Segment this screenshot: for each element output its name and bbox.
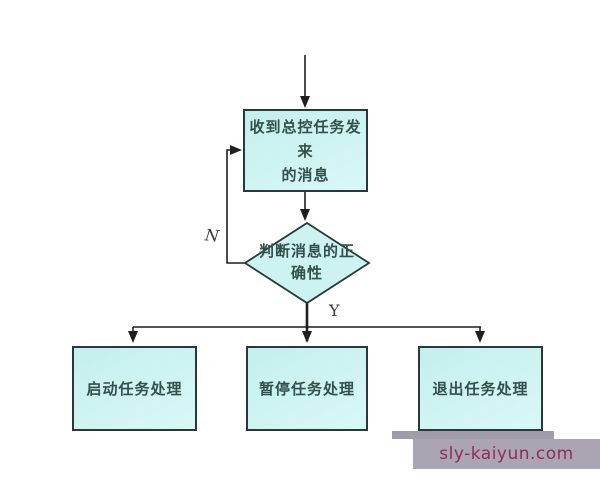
decision-diamond-shape: [243, 221, 371, 305]
process-box-receive-message: 收到总控任务发来 的消息: [243, 109, 368, 192]
process-box-pause-task-label: 暂停任务处理: [258, 379, 355, 398]
watermark-text: sly-kaiyun.com: [439, 444, 574, 464]
connector-no-loop: [226, 145, 245, 264]
decision-label-message-validity: 判断消息的正 确性: [250, 236, 364, 288]
decision-label-line1: 判断消息的正: [258, 241, 355, 260]
watermark: sly-kaiyun.com: [413, 439, 600, 469]
process-box-start-task: 启动任务处理: [72, 346, 197, 431]
branch-label-no: N: [204, 225, 220, 246]
process-box-exit-task: 退出任务处理: [418, 346, 543, 431]
process-box-pause-task: 暂停任务处理: [246, 346, 368, 431]
process-box-receive-message-line1: 收到总控任务发来: [249, 117, 362, 160]
decision-label-line2: 确性: [290, 264, 323, 282]
watermark-strip: [392, 431, 554, 439]
process-box-receive-message-line2: 的消息: [281, 165, 330, 184]
branch-label-yes: Y: [329, 301, 340, 320]
process-box-exit-task-label: 退出任务处理: [432, 379, 529, 398]
process-box-start-task-label: 启动任务处理: [86, 379, 183, 398]
